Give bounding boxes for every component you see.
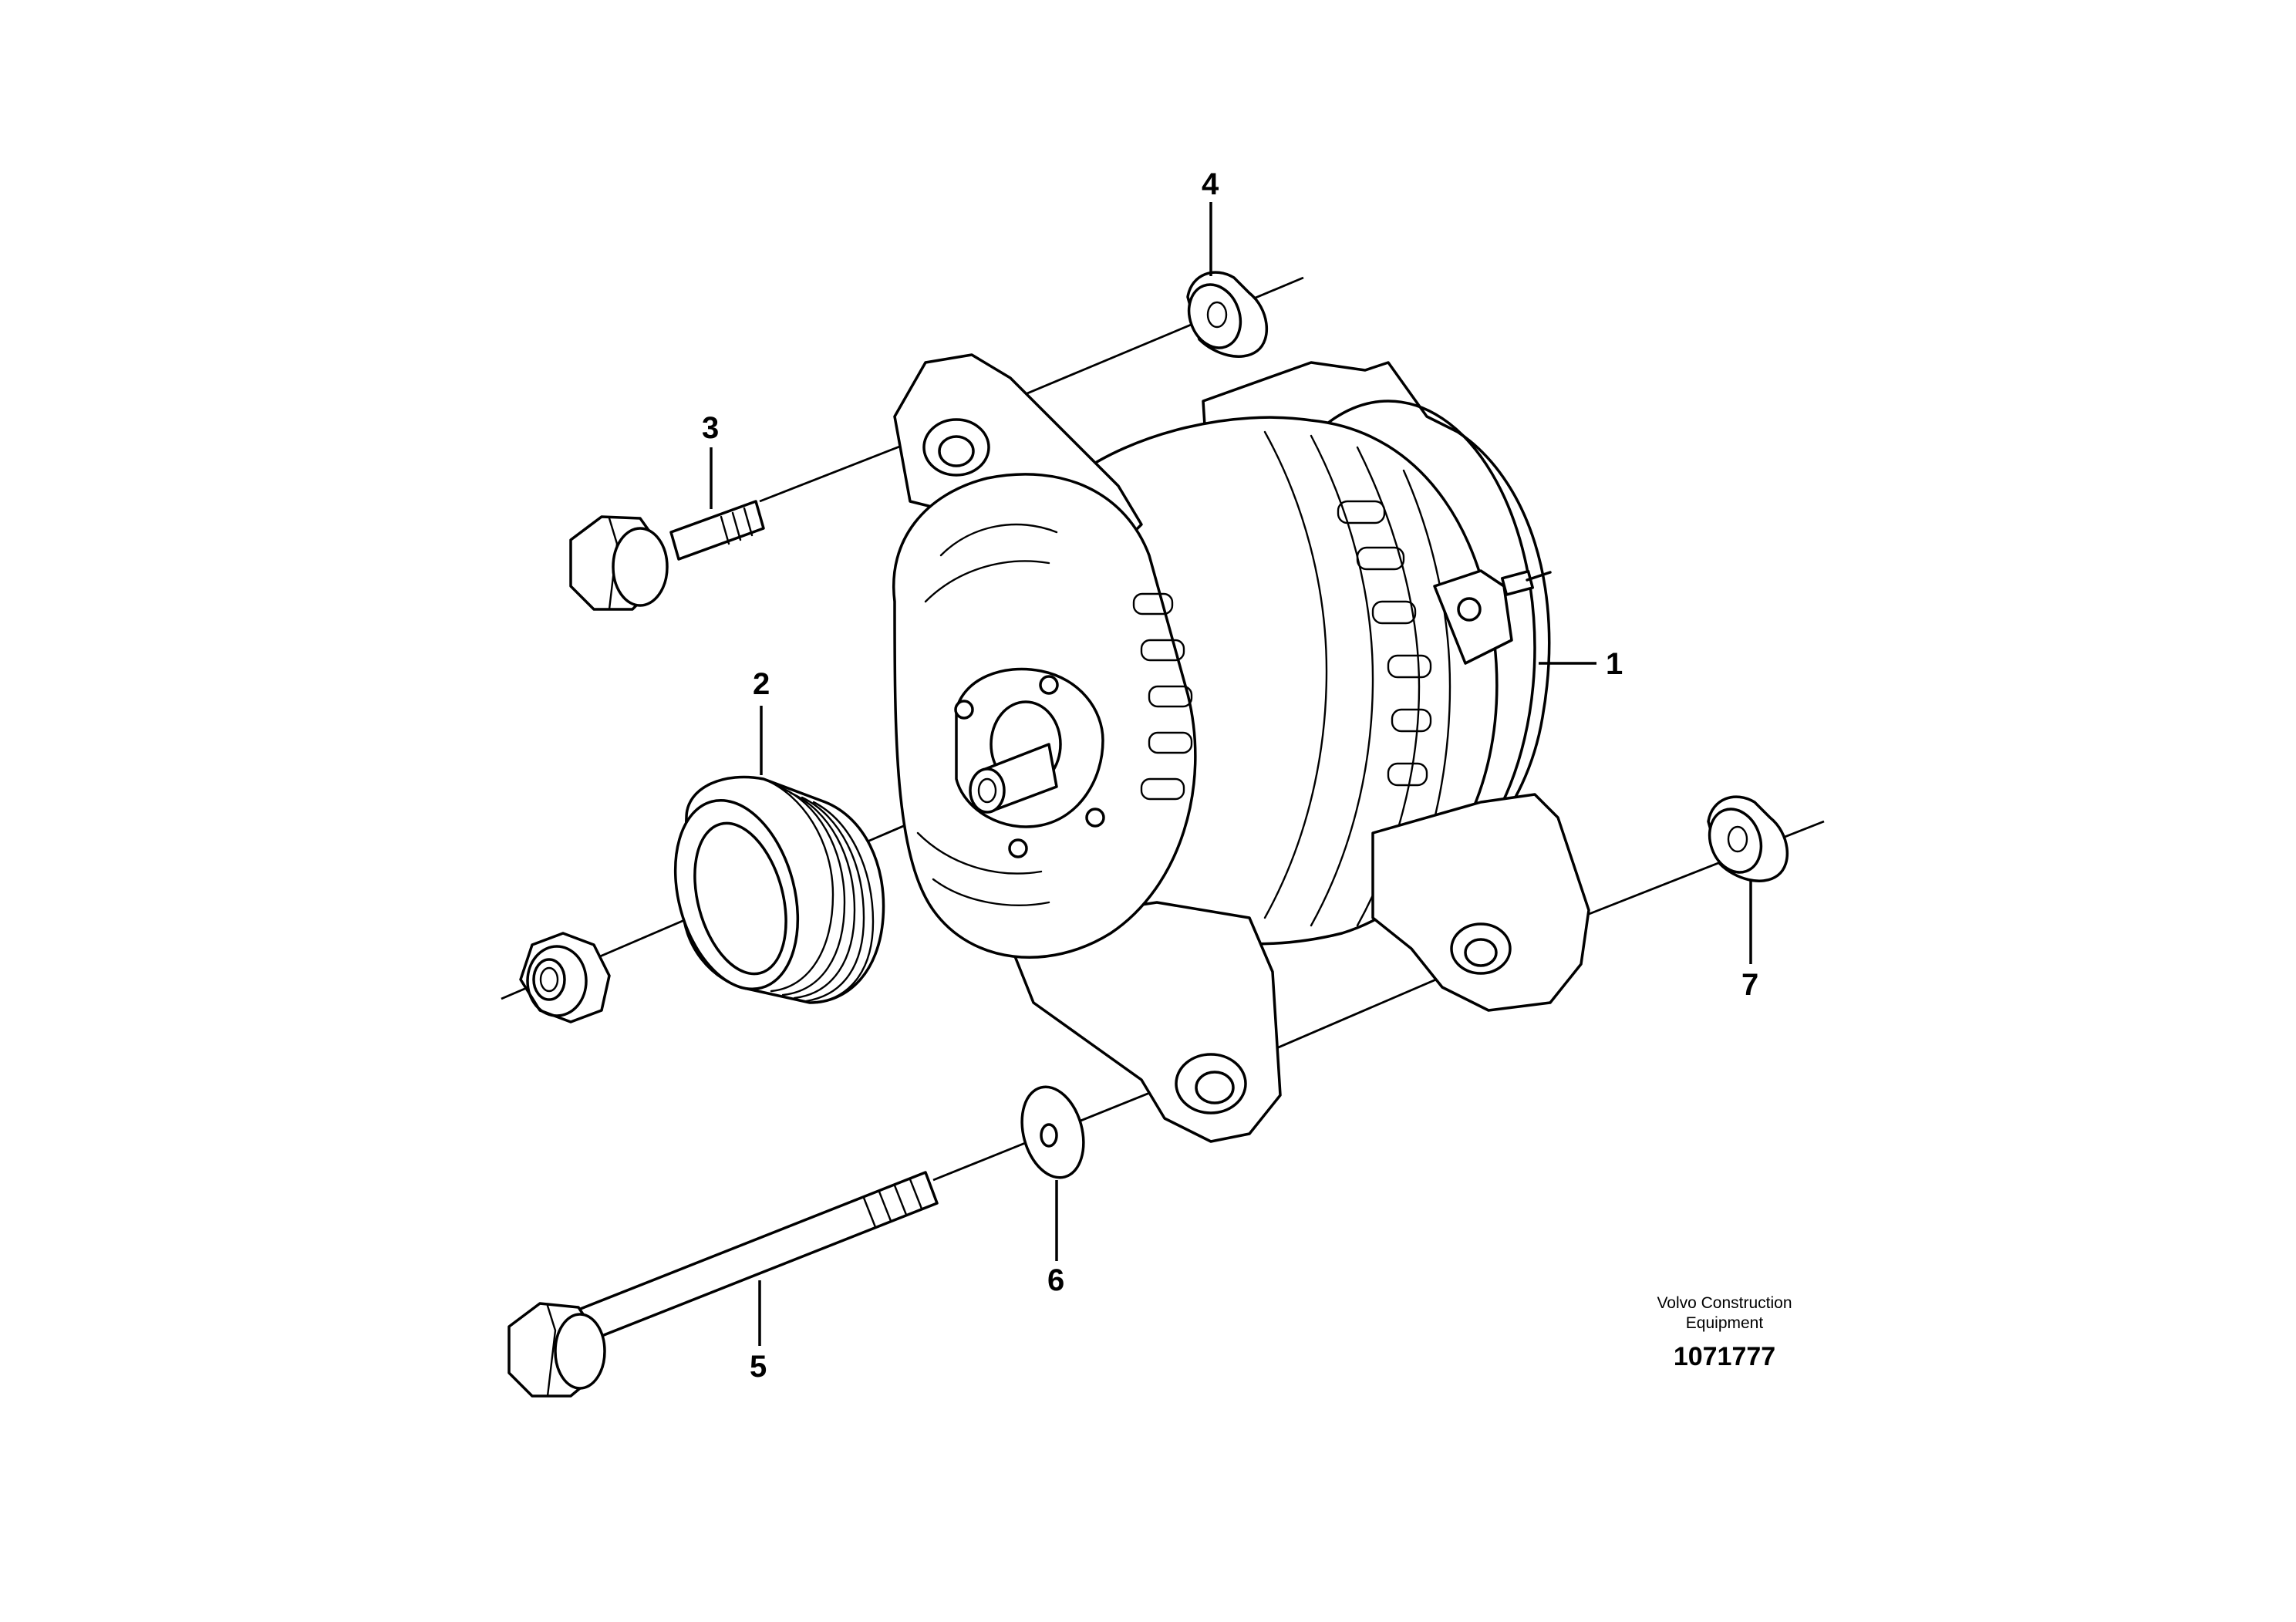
callout-6: 6 (1047, 1263, 1064, 1297)
leader-lines (710, 202, 1752, 1346)
document-number: 1071777 (1674, 1342, 1775, 1371)
pulley (673, 775, 885, 1004)
front-fan-slots (1132, 592, 1193, 801)
callout-1: 1 (1606, 647, 1623, 681)
alternator (892, 353, 1590, 1143)
callout-3: 3 (702, 411, 719, 445)
maker-name-line1: Volvo Construction (1657, 1294, 1792, 1312)
maker-block: Volvo Construction Equipment 1071777 (1657, 1294, 1792, 1371)
shaft-nut (519, 932, 611, 1023)
flange-bolt-short (569, 500, 765, 611)
callout-5: 5 (750, 1350, 767, 1384)
flange-nut-lower (1707, 795, 1789, 882)
callout-4: 4 (1202, 167, 1219, 201)
callout-labels: 1 2 3 4 5 6 7 (702, 167, 1758, 1384)
callout-2: 2 (753, 667, 770, 701)
callout-7: 7 (1741, 968, 1758, 1002)
maker-name-line2: Equipment (1686, 1314, 1764, 1332)
flange-nut-upper (1186, 271, 1269, 358)
flange-bolt-long (507, 1171, 939, 1398)
washer (1020, 1085, 1085, 1179)
rear-cooling-slots (1337, 500, 1432, 787)
